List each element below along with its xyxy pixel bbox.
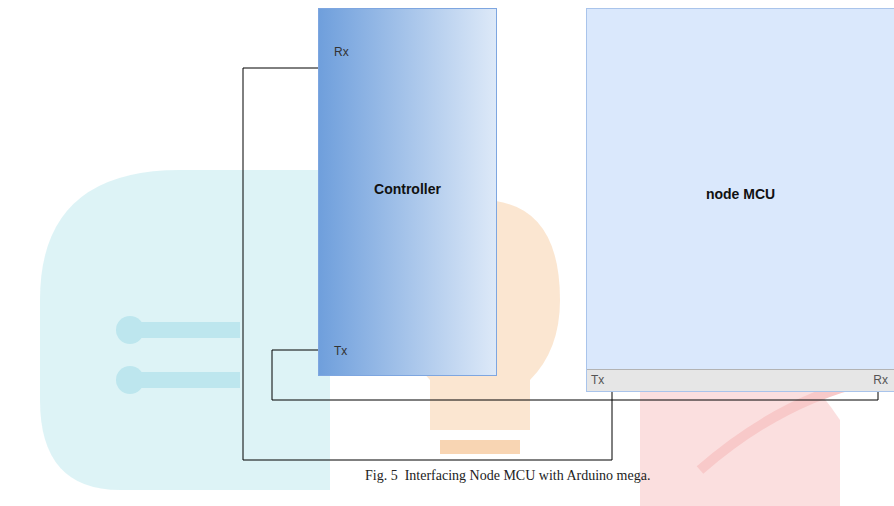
pin-label: Rx	[873, 373, 888, 387]
nodemcu-box: node MCU Tx Rx	[586, 8, 894, 392]
pin-strip	[587, 369, 894, 391]
figure-caption: Fig. 5 Interfacing Node MCU with Arduino…	[365, 468, 650, 484]
pin-label: Tx	[334, 344, 347, 358]
pin-label: Rx	[334, 45, 349, 59]
box-title: node MCU	[697, 187, 784, 202]
box-title: Controller	[329, 181, 486, 198]
controller-box: RxControllerTx	[318, 8, 497, 376]
pin-label: Tx	[591, 373, 604, 387]
